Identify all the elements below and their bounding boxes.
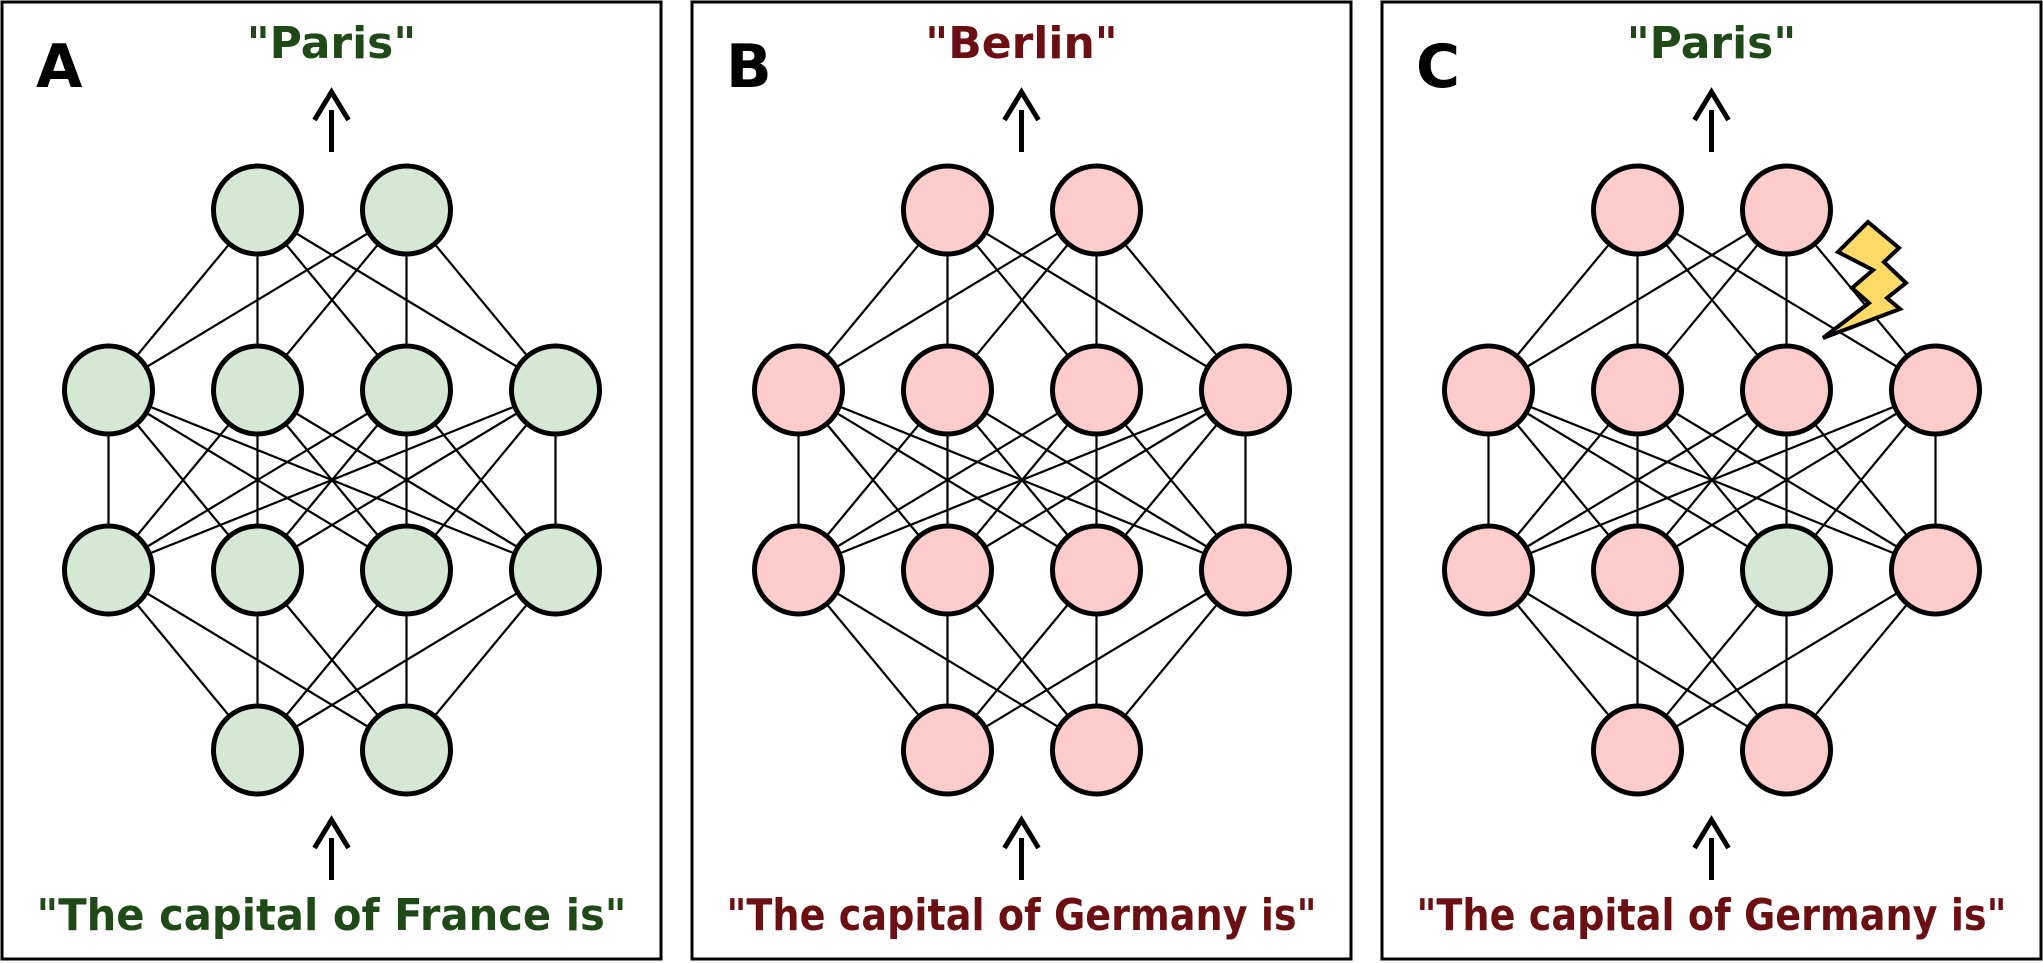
neuron <box>211 703 304 797</box>
neuron <box>752 523 845 617</box>
neuron <box>360 523 453 617</box>
panel-c: C "Paris" "The capital of Germany is" <box>1380 0 2043 961</box>
output-label: "Berlin" <box>925 18 1117 69</box>
neuron <box>1889 523 1982 617</box>
neuron <box>1740 703 1833 797</box>
connection-line <box>798 388 1246 572</box>
input-label: "The capital of France is" <box>37 890 627 941</box>
connection-line <box>108 388 556 572</box>
neuron <box>360 703 453 797</box>
output-label: "Paris" <box>1627 18 1797 69</box>
neuron <box>360 163 453 257</box>
neurons <box>752 163 1292 797</box>
neuron <box>752 343 845 437</box>
output-label: "Paris" <box>247 18 417 69</box>
neurons <box>1442 163 1982 797</box>
connection-line <box>946 389 1247 571</box>
connection-line <box>107 569 408 751</box>
connection-line <box>797 389 1098 571</box>
input-label: "The capital of Germany is" <box>1417 890 2007 941</box>
patched-neuron <box>1740 523 1833 617</box>
neuron <box>1050 703 1143 797</box>
connection-line <box>946 209 1247 391</box>
neuron <box>1740 343 1833 437</box>
neuron <box>360 343 453 437</box>
neuron <box>62 523 155 617</box>
panel-a: A "Paris" "The capital of France is" <box>0 0 663 961</box>
neuron <box>1199 343 1292 437</box>
neuron <box>1050 163 1143 257</box>
neuron <box>1442 523 1535 617</box>
neurons <box>62 163 602 797</box>
panel-b: B "Berlin" "The capital of Germany is" <box>690 0 1353 961</box>
connection-line <box>1487 569 1788 751</box>
neuron <box>1591 523 1684 617</box>
input-arrow-icon <box>1692 815 1731 880</box>
neuron <box>901 163 994 257</box>
neuron <box>1050 523 1143 617</box>
neuron <box>901 703 994 797</box>
connection-line <box>797 569 1098 751</box>
neuron <box>211 163 304 257</box>
panel-letter: C <box>1416 32 1460 102</box>
connection-line <box>256 389 557 571</box>
lightning-bolt-icon <box>1821 219 1910 340</box>
connection-line <box>1487 389 1788 571</box>
output-arrow-icon <box>1002 87 1041 152</box>
input-arrow-icon <box>312 815 351 880</box>
neuron <box>1199 523 1292 617</box>
connection-line <box>107 389 408 571</box>
neuron <box>1740 163 1833 257</box>
neuron <box>901 523 994 617</box>
neuron <box>509 523 602 617</box>
neuron <box>1889 343 1982 437</box>
panel-letter: A <box>36 32 83 102</box>
output-arrow-icon <box>1692 87 1731 152</box>
connection-line <box>1488 388 1936 572</box>
input-label: "The capital of Germany is" <box>727 890 1317 941</box>
connection-line <box>256 209 557 391</box>
neuron <box>62 343 155 437</box>
connection-line <box>1636 209 1937 391</box>
neuron <box>1591 343 1684 437</box>
neuron <box>1591 163 1684 257</box>
neuron <box>509 343 602 437</box>
output-arrow-icon <box>312 87 351 152</box>
neuron <box>1442 343 1535 437</box>
panel-letter: B <box>726 32 772 102</box>
input-arrow-icon <box>1002 815 1041 880</box>
neuron <box>1591 703 1684 797</box>
neuron <box>901 343 994 437</box>
neuron <box>211 343 304 437</box>
connection-line <box>1636 389 1937 571</box>
neuron <box>211 523 304 617</box>
neuron <box>1050 343 1143 437</box>
